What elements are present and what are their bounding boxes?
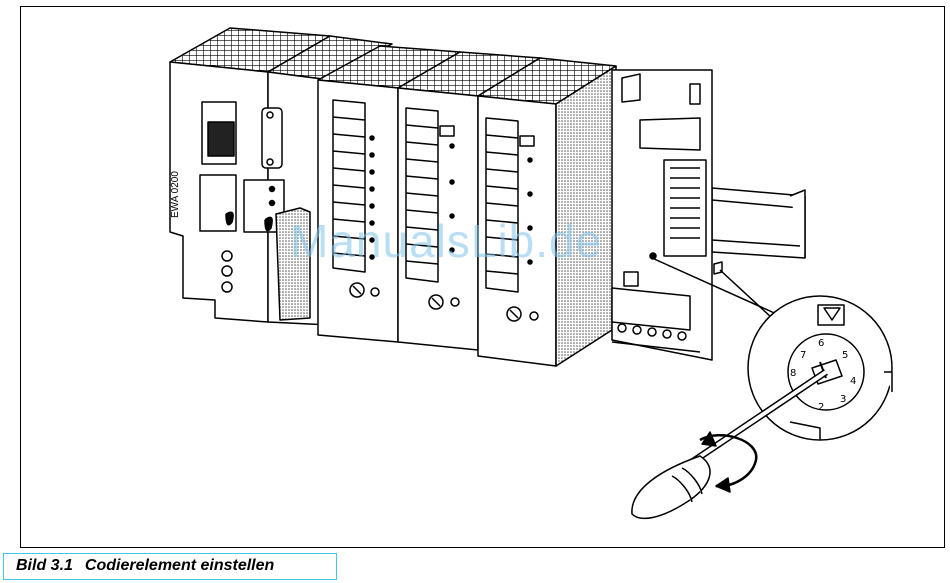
figure-title: Codierelement einstellen <box>85 557 274 574</box>
dial-number: 8 <box>790 368 796 379</box>
dial-number: 4 <box>850 376 856 387</box>
dial-number: 6 <box>818 338 824 349</box>
watermark: ManualsLib.de <box>290 214 602 268</box>
screwdriver <box>632 372 826 518</box>
figure-number: Bild 3.1 <box>16 557 73 574</box>
magnified-coding-element <box>748 296 892 440</box>
figure-caption: Bild 3.1 Codierelement einstellen <box>3 553 337 580</box>
terminal-block <box>612 70 722 360</box>
dial-number: 3 <box>840 394 846 405</box>
din-rail <box>712 188 805 258</box>
dial-number: 2 <box>818 402 824 413</box>
dial-number: 5 <box>842 350 848 361</box>
io-module-3 <box>478 58 616 366</box>
dial-number: 7 <box>800 350 806 361</box>
module-label: EWA 0200 <box>170 171 181 218</box>
